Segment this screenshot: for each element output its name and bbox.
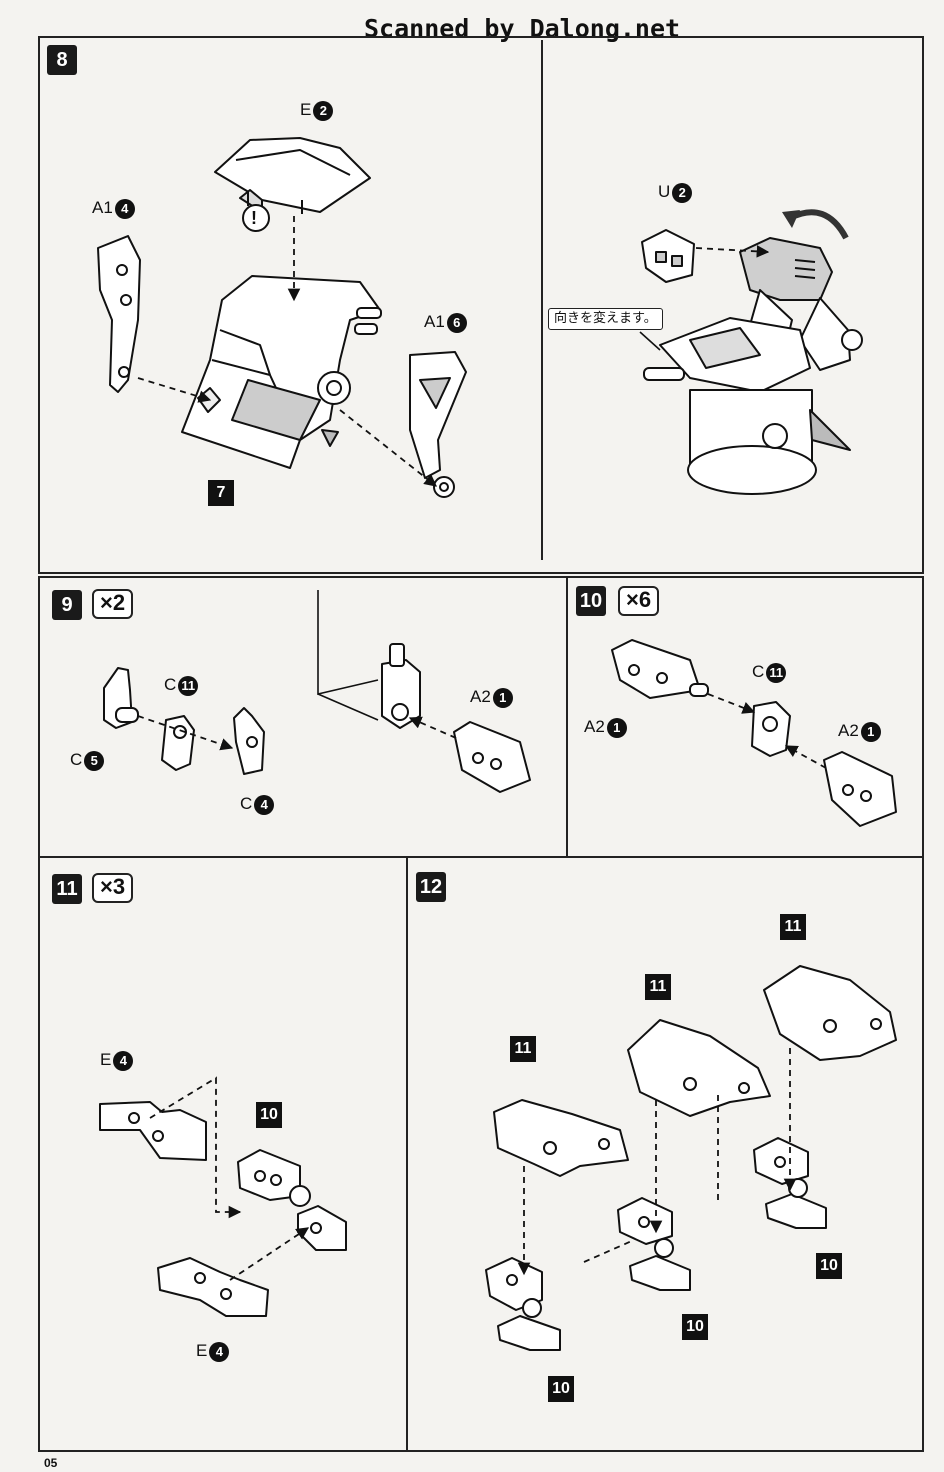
subassembly-7-tag: 7 xyxy=(208,480,234,506)
step-10-parts xyxy=(611,639,897,827)
step-11-multiplier: ×3 xyxy=(92,873,134,903)
step-9-parts xyxy=(103,643,531,793)
tag-10-middle: 10 xyxy=(682,1314,708,1340)
part-u2-drawing xyxy=(641,229,695,283)
tag-11-top-right: 11 xyxy=(780,914,806,940)
part-a1-6-drawing xyxy=(409,351,467,498)
step-11-badge: 11 xyxy=(52,874,82,904)
turn-around-callout: 向きを変えます。 xyxy=(548,308,663,330)
part-body-7-drawing xyxy=(181,275,382,469)
step-8-badge: 8 xyxy=(47,45,77,75)
caution-icon xyxy=(242,204,270,232)
page-number: 05 xyxy=(44,1456,58,1470)
step-8-divider xyxy=(541,40,543,560)
step-9-multiplier: ×2 xyxy=(92,589,134,619)
subassembly-10-tag-step11: 10 xyxy=(256,1102,282,1128)
step-8-panel xyxy=(38,36,924,574)
watermark: Scanned by Dalong.net xyxy=(360,14,685,43)
assembled-body-drawing xyxy=(643,237,863,495)
step-9-badge: 9 xyxy=(52,590,82,620)
step-10-multiplier: ×6 xyxy=(618,586,660,616)
part-e2-drawing xyxy=(214,137,371,214)
tag-10-right: 10 xyxy=(816,1253,842,1279)
rotate-arrow-icon xyxy=(782,209,849,240)
step-12-parts xyxy=(485,965,897,1351)
part-a1-4-drawing xyxy=(97,235,141,393)
caution-glyph: ! xyxy=(251,208,257,228)
step-11-parts xyxy=(99,1101,347,1317)
tag-10-left: 10 xyxy=(548,1376,574,1402)
tag-11-left: 11 xyxy=(510,1036,536,1062)
step-10-badge: 10 xyxy=(576,586,606,616)
tag-11-middle: 11 xyxy=(645,974,671,1000)
step-12-badge: 12 xyxy=(416,872,446,902)
step-12-panel xyxy=(406,856,924,1452)
